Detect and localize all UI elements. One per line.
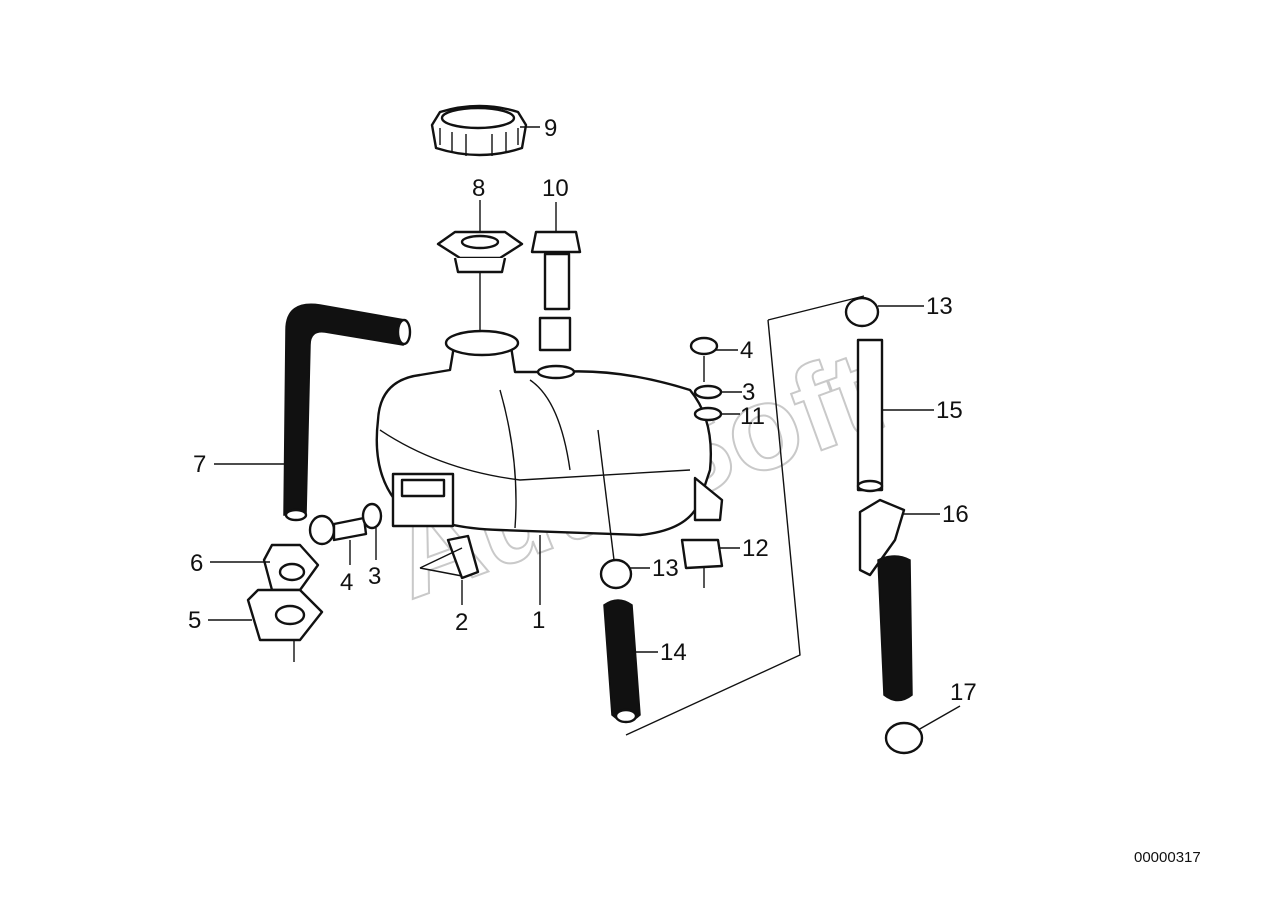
reference-number: 00000317 [1134,849,1201,866]
part-16-clamp [858,498,906,577]
callout-1: 1 [532,607,545,634]
part-3-washer-right [693,384,723,400]
callout-3-left: 3 [368,563,381,590]
part-9-cap [430,104,528,157]
callout-12: 12 [742,535,769,562]
callout-13-lower: 13 [652,555,679,582]
callout-10: 10 [542,175,569,202]
part-5-clamp [246,588,324,642]
part-10-sensor [530,230,582,352]
callout-4-left: 4 [340,569,353,596]
part-13-clamp-upper [844,296,880,328]
callout-11: 11 [740,403,765,430]
part-14-hose [603,599,641,723]
part-4-screw-right [689,336,719,382]
part-12-clip-nut [680,538,724,570]
callout-17: 17 [950,679,977,706]
part-6-clamp [262,543,320,592]
callout-3-right: 3 [742,379,755,406]
leader-lines [208,126,961,731]
part-15-pipe [856,338,884,492]
part-4-screw-left [308,514,368,546]
callout-7: 7 [193,451,206,478]
callout-6: 6 [190,550,203,577]
lower-hose [877,555,913,702]
part-11-washer [693,406,723,422]
callout-9: 9 [544,115,557,142]
part-3-washer-left [361,502,383,530]
callout-16: 16 [942,501,969,528]
part-2-bracket [446,534,480,580]
callout-14: 14 [660,639,687,666]
callout-8: 8 [472,175,485,202]
callout-5: 5 [188,607,201,634]
callout-13-upper: 13 [926,293,953,320]
callout-15: 15 [936,397,963,424]
part-13-clamp-lower [599,558,633,590]
callout-2: 2 [455,609,468,636]
part-17-clamp [884,721,924,755]
part-8-neck [436,230,524,274]
part-1-expansion-tank [375,329,724,537]
callout-4-right: 4 [740,337,753,364]
